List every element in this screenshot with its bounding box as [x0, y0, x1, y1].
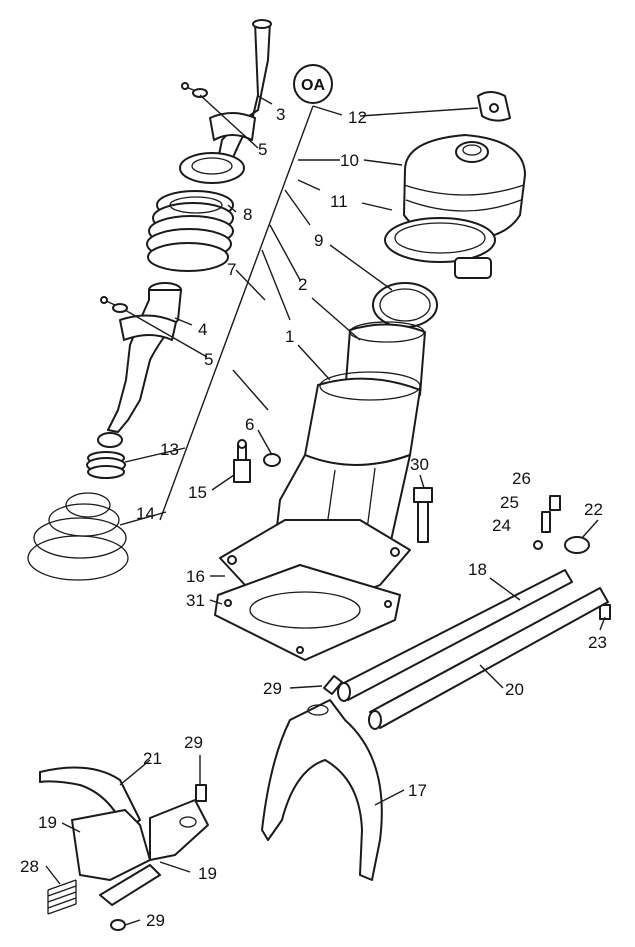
upper-retainer-ring [179, 152, 245, 184]
callout-23: 23 [588, 633, 607, 652]
oa-badge: OA [293, 64, 333, 104]
callout-17: 17 [408, 781, 427, 800]
callout-22: 22 [584, 500, 603, 519]
callout-11: 11 [330, 192, 348, 211]
callout-5-upper: 5 [258, 140, 267, 159]
callout-18: 18 [468, 560, 487, 579]
callout-31: 31 [186, 591, 205, 610]
selector-rod-lower [368, 587, 609, 730]
plug [263, 453, 281, 467]
lower-pin [100, 296, 128, 313]
callout-19-right: 19 [198, 864, 217, 883]
callout-14: 14 [136, 504, 155, 523]
callout-30: 30 [410, 455, 429, 474]
large-coil-spring [27, 492, 129, 581]
selector-rod-upper [337, 569, 573, 702]
detent-cap [564, 536, 590, 554]
roll-pin-lower [110, 919, 126, 931]
callout-21: 21 [143, 749, 162, 768]
detent-screw [549, 495, 561, 511]
leader-lines [45, 94, 606, 926]
upper-spring [146, 190, 234, 272]
small-clip [477, 91, 511, 122]
circlip [372, 282, 438, 328]
upper-gear-lever [204, 19, 272, 179]
callout-labels: 1 2 3 4 5 5 6 7 8 9 10 11 12 13 14 15 16… [20, 105, 607, 930]
grease-nipple [233, 439, 251, 483]
bolt [413, 487, 433, 543]
callout-28: 28 [20, 857, 39, 876]
callout-24: 24 [492, 516, 511, 535]
roll-pin-upper [195, 784, 207, 802]
callout-29-lower: 29 [146, 911, 165, 930]
lower-gear-lever [97, 282, 182, 448]
boot-clamp [384, 217, 496, 279]
callout-15: 15 [188, 483, 207, 502]
oa-badge-label: OA [301, 77, 325, 94]
callout-1: 1 [285, 327, 294, 346]
gasket [214, 564, 401, 661]
detent-ball [533, 540, 543, 550]
callout-5-lower: 5 [204, 350, 213, 369]
callout-16: 16 [186, 567, 205, 586]
callout-2: 2 [298, 275, 307, 294]
callout-10: 10 [340, 151, 359, 170]
upper-pin [181, 82, 208, 98]
callout-29-upper: 29 [184, 733, 203, 752]
selector-fork-large [261, 699, 383, 881]
callout-13: 13 [160, 440, 179, 459]
callout-9: 9 [314, 231, 323, 250]
callout-25: 25 [500, 493, 519, 512]
selector-fork-small [39, 766, 141, 831]
callout-3: 3 [276, 105, 285, 124]
fork-block [71, 799, 209, 906]
callout-6: 6 [245, 415, 254, 434]
roll-pin-mid [323, 675, 343, 695]
callout-29-mid: 29 [263, 679, 282, 698]
callout-20: 20 [505, 680, 524, 699]
callout-4: 4 [198, 320, 207, 339]
callout-12: 12 [348, 108, 367, 127]
small-spring [86, 451, 126, 479]
rod-screw [599, 604, 611, 620]
callout-8: 8 [243, 205, 252, 224]
callout-19-left: 19 [38, 813, 57, 832]
lever-housing [274, 321, 426, 554]
detent-spring [47, 879, 77, 915]
callout-7: 7 [227, 260, 236, 279]
detent-spring-small [541, 511, 551, 533]
callout-26: 26 [512, 469, 531, 488]
